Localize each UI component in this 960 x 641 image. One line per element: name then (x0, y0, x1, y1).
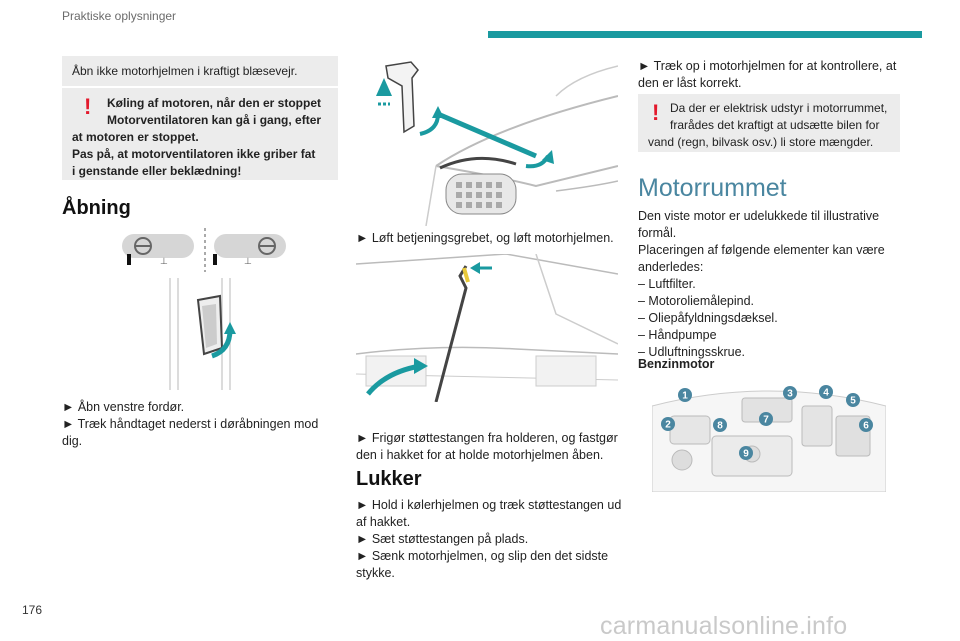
warning-line: i genstande eller beklædning! (72, 164, 242, 178)
prop-rod-diagram (356, 254, 618, 402)
engine-type-label: Benzinmotor (638, 357, 715, 371)
step-text: ► Træk op i motorhjelmen for at kontroll… (638, 59, 897, 73)
callout-badge: 6 (863, 421, 869, 432)
step-text: ► Sæt støttestangen på plads. (356, 532, 529, 546)
callout-badge: 9 (743, 449, 749, 460)
svg-text:⊥: ⊥ (244, 256, 252, 266)
running-header: Praktiske oplysninger (62, 9, 177, 23)
wind-note: Åbn ikke motorhjelmen i kraftigt blæseve… (62, 56, 338, 86)
bonnet-release-diagram (356, 56, 618, 226)
warning-icon: ! (84, 94, 92, 119)
page-number: 176 (22, 603, 43, 617)
warning-line: frarådes det kraftigt at udsætte bilen f… (670, 118, 880, 132)
lever-diagram (160, 278, 240, 390)
desc-line: – Luftfilter. (638, 277, 696, 291)
callout-badge: 3 (787, 389, 793, 400)
desc-line: formål. (638, 226, 677, 240)
step-text: ► Hold i kølerhjelmen og træk støttestan… (356, 498, 622, 512)
warning-line: Da der er elektrisk udstyr i motorrummet… (670, 101, 888, 115)
warning-icon: ! (652, 100, 660, 125)
opening-steps: ► Åbn venstre fordør. ► Træk håndtaget n… (62, 399, 342, 450)
desc-line: – Motoroliemålepind. (638, 294, 755, 308)
desc-line: Den viste motor er udelukkede til illust… (638, 209, 880, 223)
header-accent-bar (488, 31, 922, 38)
step-text: dig. (62, 434, 83, 448)
desc-line: – Oliepåfyldningsdæksel. (638, 311, 778, 325)
callout-badge: 1 (682, 391, 688, 402)
closing-steps: ► Hold i kølerhjelmen og træk støttestan… (356, 497, 626, 582)
water-warning: ! Da der er elektrisk udstyr i motorrumm… (638, 94, 900, 152)
step-text: stykke. (356, 566, 395, 580)
section-heading-engine-bay: Motorrummet (638, 174, 787, 202)
step-text: den i hakket for at holde motorhjelmen å… (356, 448, 604, 462)
section-heading-closing: Lukker (356, 468, 422, 490)
step-text: ► Sænk motorhjelmen, og slip den det sid… (356, 549, 609, 563)
engine-bay-description: Den viste motor er udelukkede til illust… (638, 208, 908, 361)
step-text: af hakket. (356, 515, 411, 529)
step-text: ► Åbn venstre fordør. (62, 400, 185, 414)
lift-step: ► Løft betjeningsgrebet, og løft motorhj… (356, 231, 614, 245)
desc-line: anderledes: (638, 260, 704, 274)
prop-rod-steps: ► Frigør støttestangen fra holderen, og … (356, 430, 626, 464)
cabin-diagram: ⊥ ⊥ (110, 226, 290, 274)
warning-line: at motoren er stoppet. (72, 130, 199, 144)
svg-text:⊥: ⊥ (160, 256, 168, 266)
watermark: carmanualsonline.info (600, 612, 848, 640)
step-text: ► Træk håndtaget nederst i døråbningen m… (62, 417, 319, 431)
warning-line: Pas på, at motorventilatoren ikke griber… (72, 147, 316, 161)
step-text: ► Frigør støttestangen fra holderen, og … (356, 431, 618, 445)
warning-line: vand (regn, bilvask osv.) li store mængd… (648, 135, 874, 149)
callout-badge: 5 (850, 396, 856, 407)
callout-badge: 2 (665, 420, 671, 431)
warning-line: Motorventilatoren kan gå i gang, efter (107, 113, 322, 127)
desc-line: Placeringen af følgende elementer kan væ… (638, 243, 885, 257)
warning-line: Køling af motoren, når den er stoppet (107, 96, 322, 110)
callout-badge: 4 (823, 388, 829, 399)
section-heading-opening: Åbning (62, 197, 131, 219)
cooling-warning: ! Køling af motoren, når den er stoppet … (62, 88, 338, 180)
engine-bay-diagram: 1 2 3 4 5 6 7 8 9 (652, 376, 886, 492)
desc-line: – Håndpumpe (638, 328, 717, 342)
check-lock-step: ► Træk op i motorhjelmen for at kontroll… (638, 58, 908, 92)
callout-badge: 8 (717, 421, 723, 432)
desc-line: – Udluftningsskrue. (638, 345, 746, 359)
step-text: den er låst korrekt. (638, 76, 742, 90)
callout-badge: 7 (763, 415, 769, 426)
